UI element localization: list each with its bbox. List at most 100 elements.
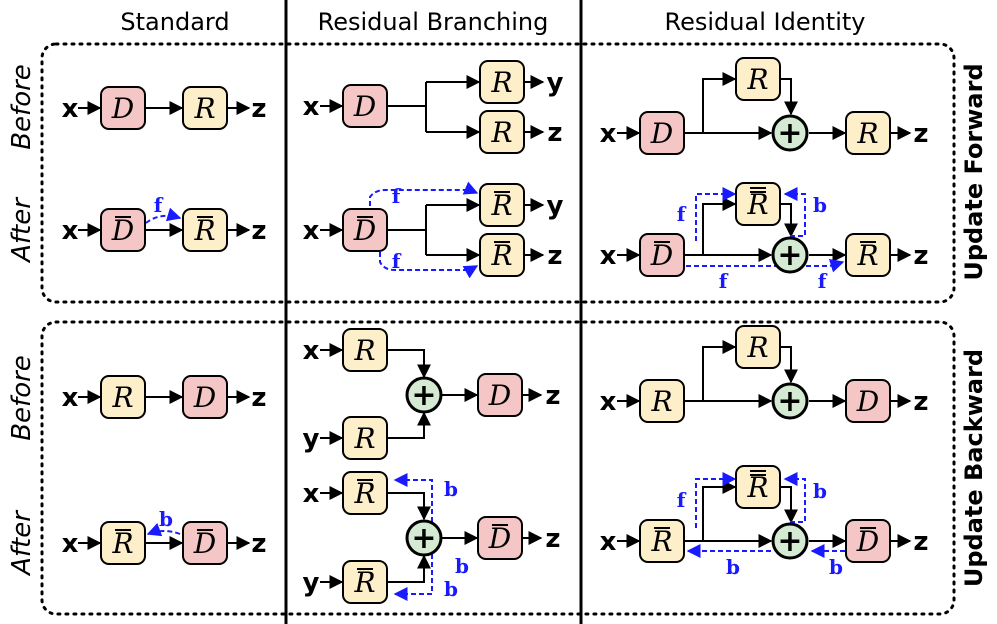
r-block: [100, 521, 146, 565]
d-block: [639, 111, 685, 155]
d-letter: D: [650, 117, 673, 150]
d-blocks: [100, 84, 891, 565]
plus-sign: +: [777, 524, 802, 559]
output-z: z: [913, 527, 928, 557]
d-block: [100, 86, 146, 130]
r-block: [479, 60, 525, 104]
backward-label: b: [159, 507, 173, 531]
update-paths: [145, 181, 845, 601]
d-letter: D: [193, 527, 216, 560]
side-label-update-forward: Update Forward: [960, 63, 988, 280]
output-y: y: [547, 68, 564, 98]
backward-label: b: [444, 577, 458, 601]
r-letter: R: [856, 117, 878, 150]
r-letter: R: [650, 525, 672, 558]
backward-label: b: [455, 554, 469, 578]
d-letter: D: [111, 92, 134, 125]
output-z: z: [251, 383, 266, 413]
r-letter: R: [193, 214, 215, 247]
output-z: z: [547, 241, 562, 271]
edge-labels: f b f f b b b f b f f f b b b: [154, 184, 843, 601]
d-letter: D: [856, 525, 879, 558]
d-block: [182, 375, 228, 419]
backward-label: b: [813, 193, 827, 217]
input-x: x: [600, 119, 617, 149]
r-letter: R: [490, 116, 512, 149]
r-letter: R: [490, 239, 512, 272]
input-y: y: [303, 424, 320, 454]
r-block: [342, 328, 388, 372]
d-letter: D: [353, 214, 376, 247]
r-block: [735, 57, 781, 101]
backward-label: b: [444, 477, 458, 501]
r-block: [639, 379, 685, 423]
r-block: [735, 182, 781, 226]
output-z: z: [251, 216, 266, 246]
forward-label: f: [719, 269, 729, 293]
input-x: x: [303, 336, 320, 366]
forward-label: f: [818, 269, 828, 293]
r-letter: R: [490, 66, 512, 99]
r-letters: R R R R R R R R R R R R R R R R R R R R: [111, 63, 878, 599]
adder-circle: [771, 236, 809, 274]
d-letter: D: [353, 90, 376, 123]
variable-labels: x z x z x z x z x y z x y z x y z x y z …: [62, 68, 929, 598]
forward-label: f: [677, 202, 687, 226]
d-block: [477, 516, 523, 560]
d-block: [182, 521, 228, 565]
r-block: [479, 110, 525, 154]
input-x: x: [62, 383, 79, 413]
row-label-before: Before: [7, 355, 37, 441]
r-letter: R: [353, 334, 375, 367]
row-label-before: Before: [7, 64, 37, 150]
d-letter: D: [111, 214, 134, 247]
d-block: [477, 373, 523, 417]
output-z: z: [251, 94, 266, 124]
r-letter: R: [111, 527, 133, 560]
plus-sign: +: [411, 378, 436, 413]
header-standard: Standard: [120, 8, 229, 36]
forward-label: f: [677, 488, 687, 512]
d-letter: D: [488, 379, 511, 412]
r-letter: R: [746, 331, 768, 364]
forward-label: f: [154, 193, 164, 217]
r-letter: R: [353, 422, 375, 455]
r-block: [479, 183, 525, 227]
r-letter: R: [746, 471, 768, 504]
d-block: [100, 208, 146, 252]
d-block: [845, 379, 891, 423]
output-z: z: [545, 381, 560, 411]
output-z: z: [547, 118, 562, 148]
r-block: [845, 233, 891, 277]
output-z: z: [913, 387, 928, 417]
section-border-forward: [40, 42, 956, 304]
backward-label: b: [813, 479, 827, 503]
r-letter: R: [746, 63, 768, 96]
r-block: [735, 325, 781, 369]
plus-sign: +: [777, 116, 802, 151]
d-letter: D: [488, 522, 511, 555]
r-block: [182, 208, 228, 252]
input-x: x: [62, 216, 79, 246]
r-block: [342, 416, 388, 460]
adders: [405, 114, 809, 560]
output-z: z: [251, 529, 266, 559]
r-blocks: [100, 57, 891, 604]
output-z: z: [913, 241, 928, 271]
d-letters: D D D D D D D D D D D D: [111, 90, 879, 560]
input-y: y: [303, 568, 320, 598]
r-letter: R: [746, 188, 768, 221]
r-letter: R: [856, 239, 878, 272]
input-x: x: [62, 94, 79, 124]
side-label-update-backward: Update Backward: [960, 349, 988, 587]
r-letter: R: [650, 385, 672, 418]
r-block: [479, 233, 525, 277]
output-z: z: [545, 524, 560, 554]
d-letter: D: [650, 239, 673, 272]
row-label-after: After: [7, 196, 37, 264]
adder-circle: [771, 382, 809, 420]
output-y: y: [547, 191, 564, 221]
forward-label: f: [392, 184, 402, 208]
r-letter: R: [490, 189, 512, 222]
